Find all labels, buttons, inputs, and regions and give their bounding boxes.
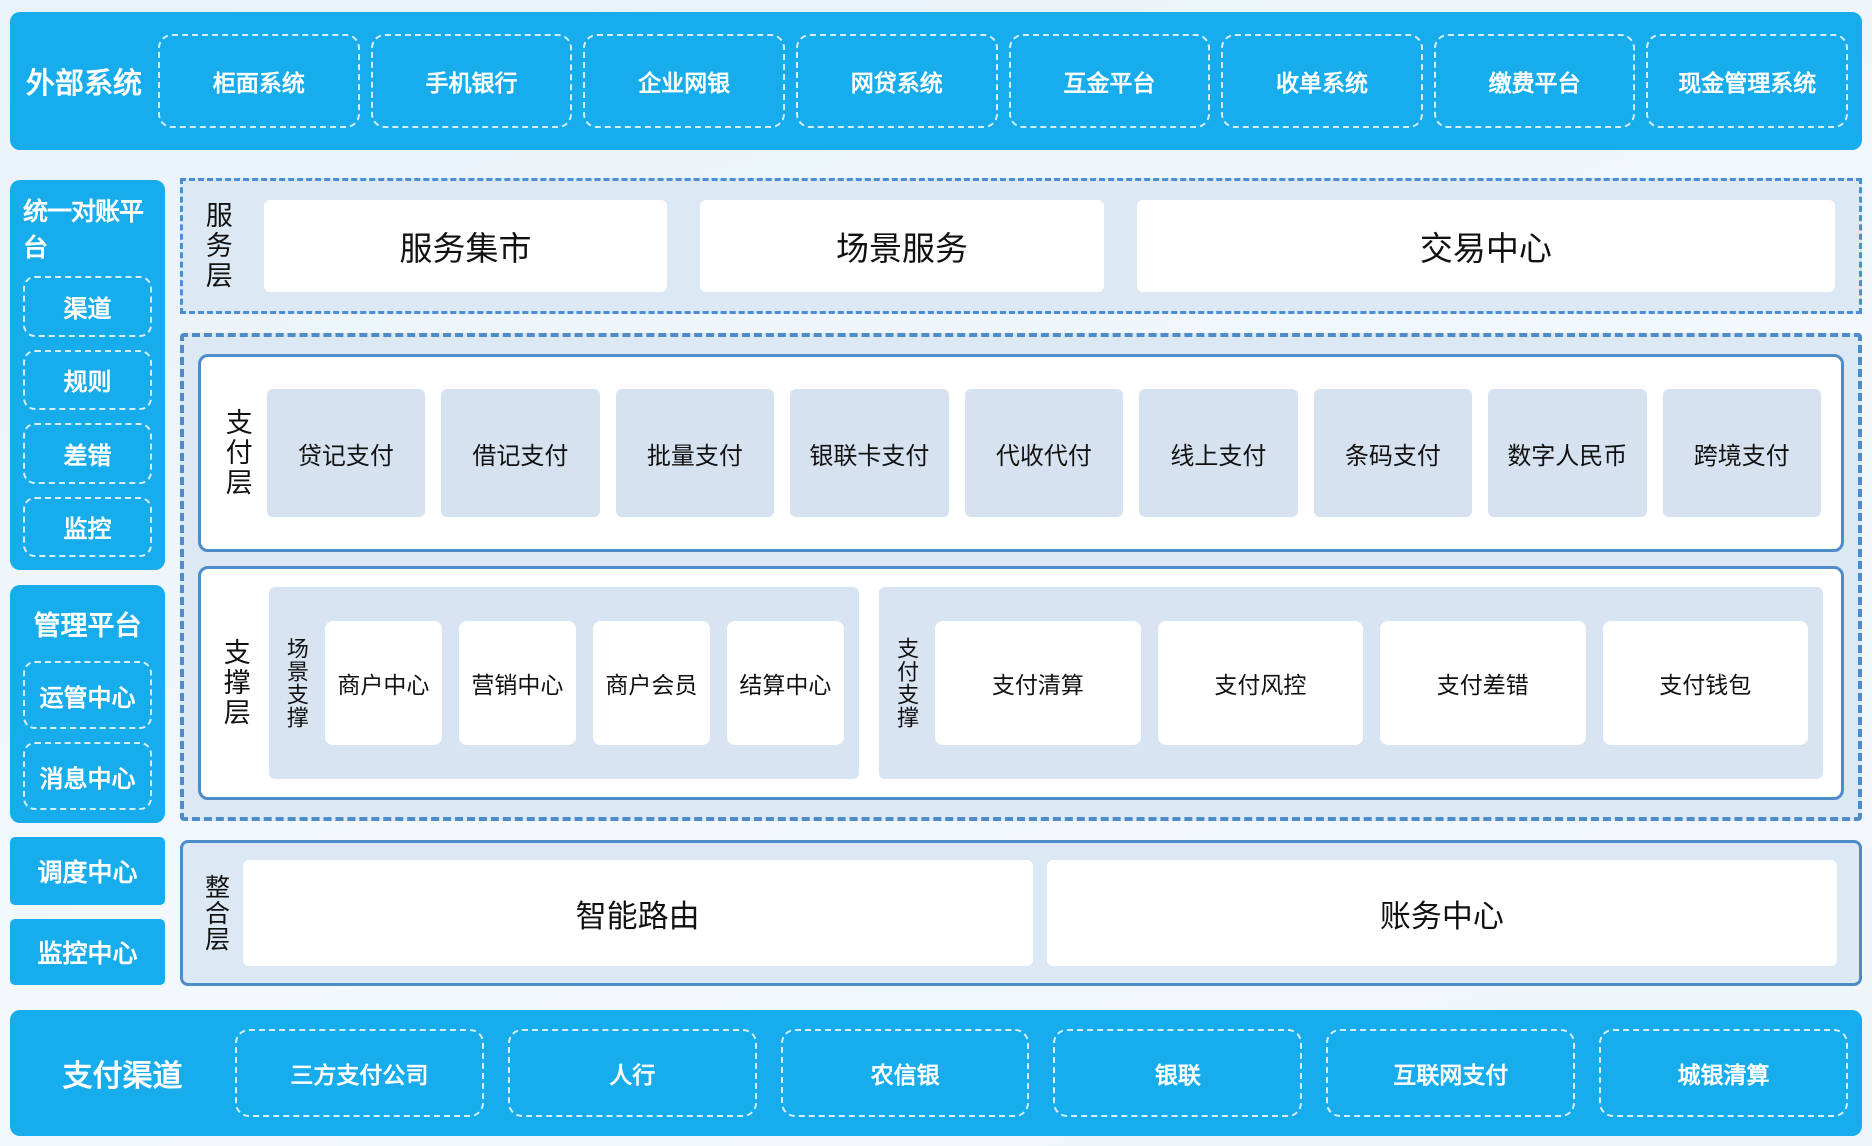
payment-support-group: 支付支撑 支付清算 支付风控 支付差错 支付钱包: [878, 587, 1823, 779]
support-layer-label: 支撑层: [219, 638, 250, 728]
payment-layer: 支付层 贷记支付 借记支付 批量支付 银联卡支付 代收代付 线上支付 条码支付 …: [198, 354, 1844, 552]
external-system-item: 互金平台: [1008, 34, 1211, 128]
reconciliation-item: 差错: [23, 423, 152, 484]
payment-support-item: 支付差错: [1380, 621, 1586, 745]
scene-support-item: 商户中心: [324, 621, 442, 745]
scene-support-item: 商户会员: [592, 621, 710, 745]
external-system-item: 手机银行: [370, 34, 573, 128]
payment-item: 银联卡支付: [790, 389, 949, 517]
payment-support-item: 支付钱包: [1602, 621, 1808, 745]
service-item: 服务集市: [263, 200, 668, 292]
external-system-item: 现金管理系统: [1646, 34, 1848, 128]
reconciliation-platform-block: 统一对账平台 渠道 规则 差错 监控: [10, 180, 165, 570]
monitor-center-box: 监控中心: [10, 919, 165, 985]
payment-channels-label: 支付渠道: [62, 1060, 183, 1093]
management-item: 消息中心: [23, 742, 152, 810]
service-item: 交易中心: [1136, 200, 1835, 292]
payment-channel-item: 银联: [1053, 1029, 1303, 1117]
payment-layer-label: 支付层: [221, 408, 252, 498]
external-system-item: 收单系统: [1221, 34, 1423, 128]
integration-item: 账务中心: [1046, 860, 1837, 966]
reconciliation-item: 规则: [23, 349, 152, 410]
payment-channel-item: 农信银: [780, 1029, 1030, 1117]
integration-layer-label: 整合层: [201, 874, 230, 952]
management-item: 运管中心: [23, 661, 152, 729]
payment-item: 借记支付: [441, 389, 600, 517]
reconciliation-platform-items: 渠道 规则 差错 监控: [23, 276, 152, 557]
scene-support-item: 结算中心: [726, 621, 844, 745]
payment-support-item: 支付风控: [1157, 621, 1364, 745]
external-system-item: 网贷系统: [795, 34, 998, 128]
payment-channels-items: 三方支付公司 人行 农信银 银联 互联网支付 城银清算: [235, 1029, 1848, 1117]
reconciliation-item: 监控: [23, 496, 152, 557]
dispatch-center-box: 调度中心: [10, 837, 165, 905]
payment-channel-item: 三方支付公司: [235, 1029, 484, 1117]
payment-item: 线上支付: [1139, 389, 1298, 517]
external-system-item: 缴费平台: [1433, 34, 1636, 128]
management-platform-block: 管理平台 运管中心 消息中心: [10, 585, 165, 823]
payment-item: 条码支付: [1313, 389, 1473, 517]
reconciliation-platform-title: 统一对账平台: [23, 198, 144, 262]
payment-item: 批量支付: [615, 389, 775, 517]
external-system-item: 企业网银: [583, 34, 785, 128]
integration-layer: 整合层 智能路由 账务中心: [180, 840, 1862, 986]
external-systems-label: 外部系统: [25, 68, 142, 100]
scene-support-label: 场景支撑: [283, 637, 309, 729]
reconciliation-item: 渠道: [23, 276, 152, 337]
service-layer: 服务层 服务集市 场景服务 交易中心: [180, 178, 1862, 314]
payment-support-item: 支付清算: [935, 621, 1141, 745]
scene-support-group: 场景支撑 商户中心 营销中心 商户会员 结算中心: [268, 587, 859, 779]
payment-item: 跨境支付: [1662, 389, 1822, 517]
payment-item: 数字人民币: [1488, 389, 1647, 517]
scene-support-item: 营销中心: [458, 621, 576, 745]
service-item: 场景服务: [700, 200, 1104, 292]
integration-item: 智能路由: [242, 860, 1033, 966]
payment-item: 贷记支付: [266, 389, 426, 517]
management-platform-title: 管理平台: [33, 610, 142, 641]
payment-support-label: 支付支撑: [894, 637, 920, 729]
payment-channel-item: 人行: [507, 1029, 757, 1117]
core-layers-container: 支付层 贷记支付 借记支付 批量支付 银联卡支付 代收代付 线上支付 条码支付 …: [180, 333, 1862, 821]
external-systems-items: 柜面系统 手机银行 企业网银 网贷系统 互金平台 收单系统 缴费平台 现金管理系…: [158, 34, 1848, 128]
support-layer: 支撑层 场景支撑 商户中心 营销中心 商户会员 结算中心 支付支撑 支付清算 支…: [198, 566, 1844, 800]
external-system-item: 柜面系统: [158, 34, 360, 128]
payment-item: 代收代付: [964, 389, 1124, 517]
payment-channel-item: 互联网支付: [1326, 1029, 1576, 1117]
management-platform-items: 运管中心 消息中心: [23, 661, 152, 810]
payment-channel-item: 城银清算: [1599, 1029, 1848, 1117]
service-layer-label: 服务层: [201, 201, 232, 291]
payment-channels-bar: 支付渠道 三方支付公司 人行 农信银 银联 互联网支付 城银清算: [10, 1010, 1862, 1136]
external-systems-bar: 外部系统 柜面系统 手机银行 企业网银 网贷系统 互金平台 收单系统 缴费平台 …: [10, 12, 1862, 150]
